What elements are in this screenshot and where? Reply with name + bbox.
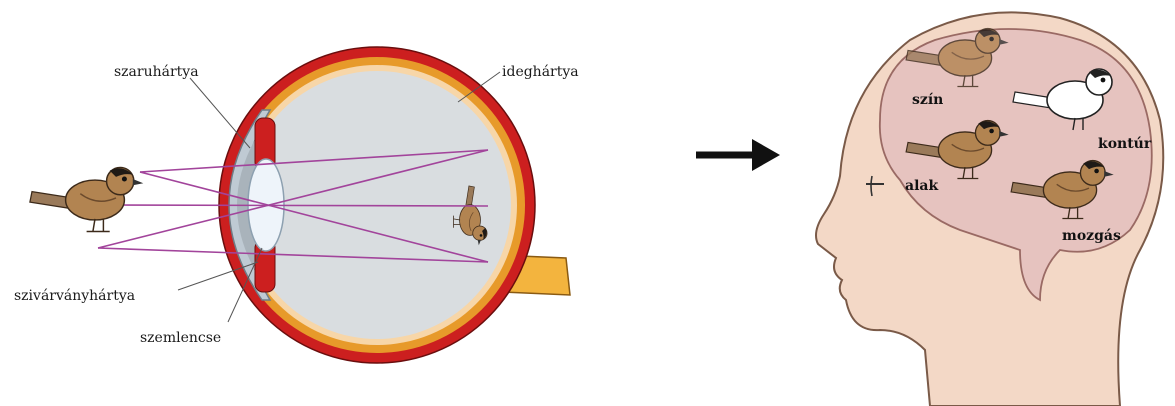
label-motion: mozgás — [1062, 228, 1121, 244]
head-diagram: szín kontúr alak mozgás — [816, 12, 1163, 406]
label-shape: alak — [905, 178, 938, 194]
label-iris: szivárványhártya — [14, 288, 135, 304]
label-cornea: szaruhártya — [114, 64, 199, 80]
label-contour: kontúr — [1098, 136, 1152, 152]
label-color: szín — [912, 92, 943, 108]
label-retina: ideghártya — [502, 64, 579, 80]
label-lens: szemlencse — [140, 330, 221, 346]
arrow-right-icon — [696, 139, 780, 171]
bird-icon — [30, 167, 143, 231]
cornea-leader — [190, 78, 250, 148]
eye-diagram: szaruhártya ideghártya szivárványhártya … — [14, 47, 579, 363]
